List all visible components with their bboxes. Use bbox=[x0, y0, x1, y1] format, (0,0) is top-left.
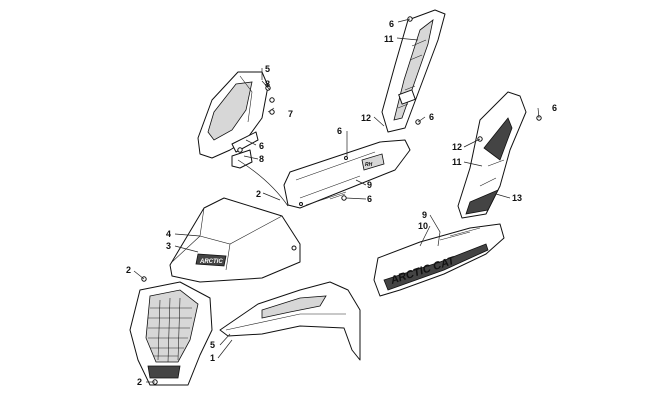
callouts: 6 11 5 8 7 6 8 12 6 6 2 9 6 4 3 2 5 1 2 … bbox=[126, 19, 557, 387]
callout-12: 12 bbox=[452, 142, 462, 152]
callout-6: 6 bbox=[367, 194, 372, 204]
callout-6: 6 bbox=[552, 103, 557, 113]
callout-1: 1 bbox=[210, 353, 215, 363]
rear-side-panel-right bbox=[457, 91, 527, 219]
callout-3: 3 bbox=[166, 241, 171, 251]
callout-2: 2 bbox=[126, 265, 131, 275]
callout-11: 11 bbox=[452, 157, 462, 167]
middle-side-panel: RH bbox=[283, 139, 411, 209]
callout-9: 9 bbox=[367, 180, 372, 190]
callout-8: 8 bbox=[265, 79, 270, 89]
hood: ARCTIC bbox=[169, 197, 301, 283]
callout-7: 7 bbox=[288, 109, 293, 119]
callout-6: 6 bbox=[259, 141, 264, 151]
front-fender bbox=[219, 281, 361, 361]
callout-2: 2 bbox=[137, 377, 142, 387]
svg-text:ARCTIC: ARCTIC bbox=[199, 259, 223, 265]
callout-2: 2 bbox=[256, 189, 261, 199]
lower-side-panel-decal: ARCTIC CAT bbox=[373, 223, 505, 297]
callout-11: 11 bbox=[384, 34, 394, 44]
callout-10: 10 bbox=[418, 221, 428, 231]
callout-5: 5 bbox=[265, 64, 270, 74]
callout-4: 4 bbox=[166, 229, 171, 239]
callout-12: 12 bbox=[361, 113, 371, 123]
upper-front-cover bbox=[197, 71, 269, 169]
callout-6: 6 bbox=[389, 19, 394, 29]
callout-8: 8 bbox=[259, 154, 264, 164]
callout-13: 13 bbox=[512, 193, 522, 203]
callout-6: 6 bbox=[429, 112, 434, 122]
leader-lines bbox=[133, 18, 540, 383]
callout-6: 6 bbox=[337, 126, 342, 136]
callout-9: 9 bbox=[422, 210, 427, 220]
svg-text:RH: RH bbox=[365, 162, 373, 168]
front-grille bbox=[129, 281, 213, 386]
rear-upper-side-panel bbox=[381, 9, 446, 133]
callout-5: 5 bbox=[210, 340, 215, 350]
